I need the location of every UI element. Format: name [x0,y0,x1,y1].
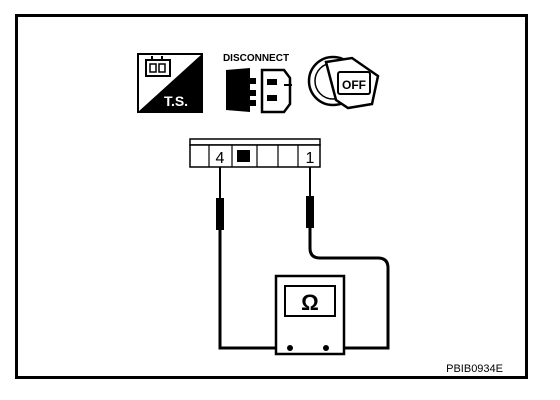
figure-id: PBIB0934E [446,363,503,375]
ignition-key-off-icon: OFF [307,55,380,110]
terminal-1-label: 1 [306,150,315,167]
connector: 4 1 [189,138,321,168]
meter-terminal-left [287,345,293,351]
ignition-off-label: OFF [342,78,366,92]
disconnect-label: DISCONNECT [223,53,289,64]
ohmmeter-icon: Ω [301,290,319,315]
meter-terminal-right [323,345,329,351]
ts-label: T.S. [164,93,188,109]
diagram-border [15,14,528,379]
terminal-4-label: 4 [216,150,225,167]
ohmmeter: Ω [274,274,346,356]
disconnect-icon: DISCONNECT [223,53,292,114]
probe-leads [216,167,390,350]
ts-icon: T.S. [137,53,203,113]
